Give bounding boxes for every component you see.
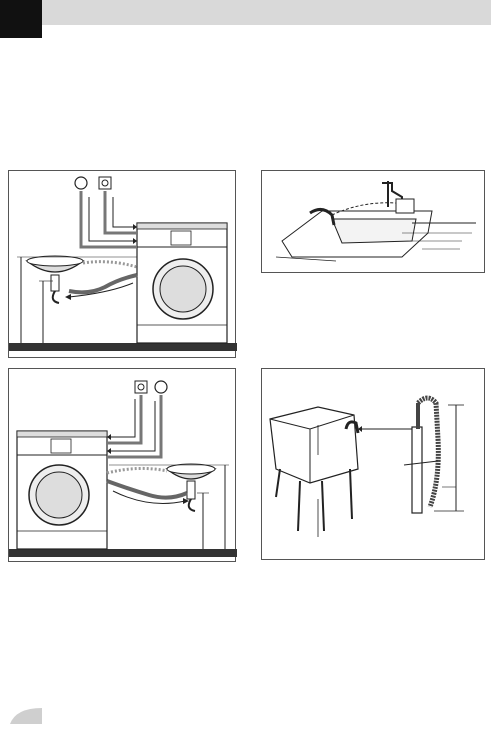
header-bar [0, 0, 491, 25]
chapter-marker [0, 0, 42, 38]
drain-into-sink-drawing [262, 171, 486, 274]
figure-installation-right-sink [8, 368, 236, 562]
figure-installation-left-sink [8, 170, 236, 358]
page-tab-shape [8, 706, 44, 726]
installation-left-sink-drawing [9, 171, 237, 359]
installation-right-sink-drawing [9, 369, 237, 563]
figure-drain-into-sink [261, 170, 485, 273]
page-number-tab [8, 706, 44, 726]
figure-drain-into-tub-and-standpipe [261, 368, 485, 560]
drain-into-tub-and-standpipe-drawing [262, 369, 486, 561]
